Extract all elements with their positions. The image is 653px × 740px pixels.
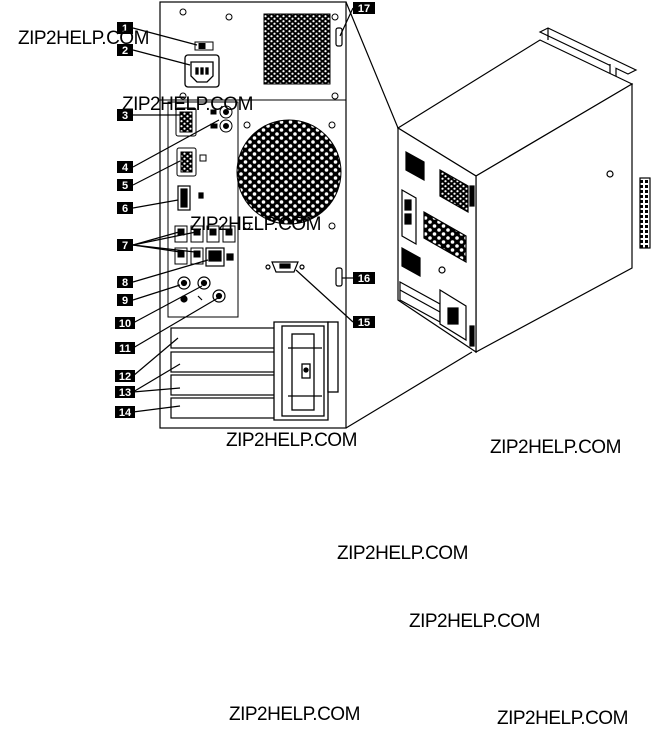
watermark: ZIP2HELP.COM xyxy=(229,704,360,725)
power-connector xyxy=(184,54,220,88)
svg-text:9: 9 xyxy=(122,295,128,307)
svg-text:5: 5 xyxy=(122,180,128,192)
callout-1: 1 xyxy=(117,22,133,35)
callout-12: 12 xyxy=(115,370,135,383)
svg-text:2: 2 xyxy=(122,45,128,57)
svg-text:17: 17 xyxy=(358,3,370,15)
callout-14: 14 xyxy=(115,406,135,419)
io-column xyxy=(167,101,239,318)
ethernet-connector xyxy=(205,247,234,267)
svg-text:4: 4 xyxy=(122,162,129,174)
watermark: ZIP2HELP.COM xyxy=(337,543,468,564)
callout-16: 16 xyxy=(353,272,375,285)
callout-4: 4 xyxy=(117,161,133,174)
watermark: ZIP2HELP.COM xyxy=(122,94,253,115)
callout-13: 13 xyxy=(115,386,135,399)
svg-text:11: 11 xyxy=(119,343,131,355)
callout-6: 6 xyxy=(117,202,133,215)
callout-3: 3 xyxy=(117,109,133,122)
callouts: 1 2 3 4 5 6 7 8 9 10 11 12 13 14 15 16 1… xyxy=(115,2,375,419)
leader-lines xyxy=(132,7,354,413)
svg-text:16: 16 xyxy=(358,273,370,285)
callout-10: 10 xyxy=(115,317,135,330)
tower-perspective xyxy=(396,27,651,354)
callout-15: 15 xyxy=(353,316,375,329)
watermark: ZIP2HELP.COM xyxy=(226,430,357,451)
voltage-switch xyxy=(194,41,214,51)
pci-slots xyxy=(170,327,282,419)
callout-9: 9 xyxy=(117,294,133,307)
callout-7: 7 xyxy=(117,239,133,252)
watermark: ZIP2HELP.COM xyxy=(409,611,540,632)
svg-text:1: 1 xyxy=(122,23,128,35)
svg-text:6: 6 xyxy=(122,203,128,215)
svg-text:10: 10 xyxy=(119,318,131,330)
power-supply xyxy=(160,8,346,101)
svg-text:13: 13 xyxy=(119,387,131,399)
callout-5: 5 xyxy=(117,179,133,192)
watermark: ZIP2HELP.COM xyxy=(490,437,621,458)
callout-2: 2 xyxy=(117,44,133,57)
rear-fan xyxy=(236,119,342,230)
callout-11: 11 xyxy=(115,342,135,355)
svg-text:14: 14 xyxy=(119,407,132,419)
watermark: ZIP2HELP.COM xyxy=(18,28,149,49)
svg-text:7: 7 xyxy=(122,240,128,252)
callout-8: 8 xyxy=(117,276,133,289)
displayport-connector xyxy=(177,185,204,211)
callout-17: 17 xyxy=(353,2,375,15)
watermark: ZIP2HELP.COM xyxy=(190,214,321,235)
serial-connector xyxy=(175,107,197,137)
ps2-ports xyxy=(210,105,233,133)
cable-lock-slot xyxy=(335,27,343,287)
svg-text:15: 15 xyxy=(358,317,370,329)
watermark: ZIP2HELP.COM xyxy=(497,708,628,729)
padlock-bracket xyxy=(273,321,339,421)
svg-text:12: 12 xyxy=(119,371,131,383)
optional-serial-connector xyxy=(265,261,305,273)
svg-text:3: 3 xyxy=(122,110,128,122)
svg-text:8: 8 xyxy=(122,277,128,289)
